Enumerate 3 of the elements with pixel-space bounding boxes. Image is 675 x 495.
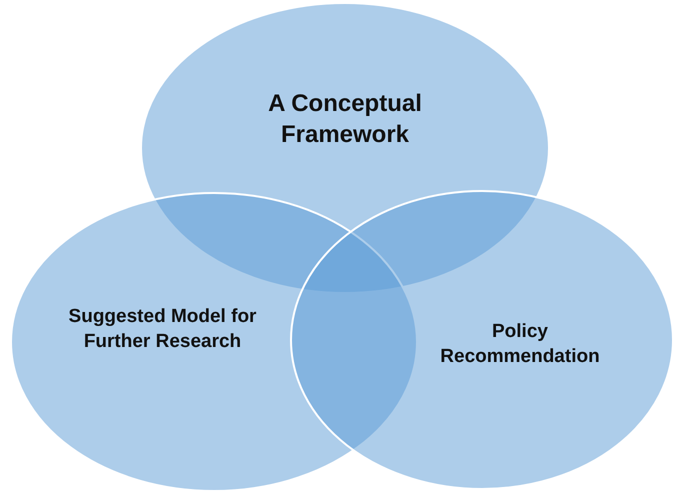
- circle-label: A Conceptual Framework: [267, 89, 423, 150]
- circle-label: Suggested Model for Further Research: [68, 305, 258, 354]
- circle-label: Policy Recommendation: [439, 320, 601, 369]
